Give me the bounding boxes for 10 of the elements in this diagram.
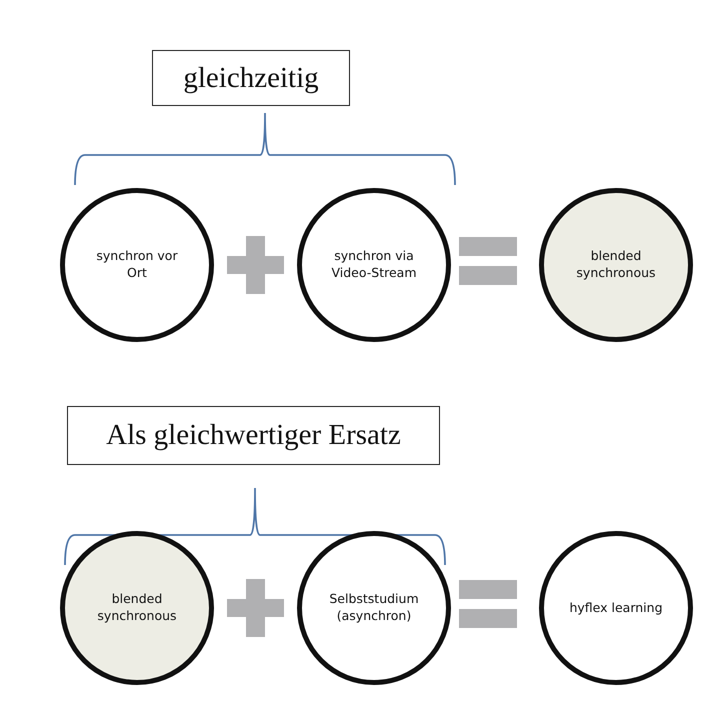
heading-box bbox=[67, 406, 440, 465]
circle-label: Selbststudium (asynchron) bbox=[328, 591, 420, 625]
heading-box bbox=[152, 50, 350, 106]
circle-label: synchron vor Ort bbox=[95, 248, 179, 282]
heading-text: Als gleichwertiger Ersatz bbox=[106, 419, 401, 452]
circle-label: blended synchronous bbox=[96, 591, 178, 625]
circle-label: hyflex learning bbox=[569, 600, 663, 616]
heading-text: gleichzeitig bbox=[183, 62, 319, 94]
circle-label: blended synchronous bbox=[575, 248, 657, 282]
circle-label: synchron via Video-Stream bbox=[330, 248, 418, 282]
